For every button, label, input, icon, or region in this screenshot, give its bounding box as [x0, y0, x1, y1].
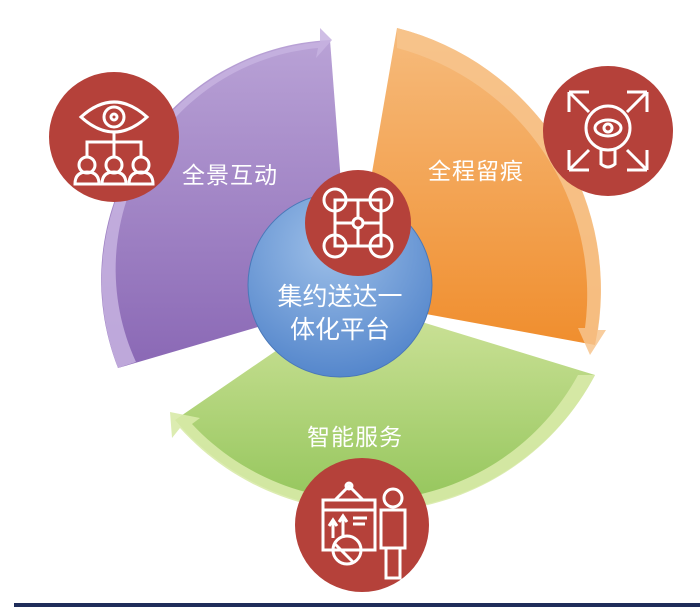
network-nodes-icon	[305, 170, 411, 276]
eye-magnifier-arrows-icon	[543, 66, 673, 196]
eye-gear-hierarchy-icon	[49, 72, 179, 202]
segment-label-panoramic-interaction: 全景互动	[182, 163, 278, 189]
presenter-chart-icon	[295, 458, 429, 592]
segment-label-smart-service: 智能服务	[307, 425, 403, 451]
segment-label-full-trace: 全程留痕	[428, 159, 524, 185]
bottom-divider-bar	[14, 603, 700, 607]
center-title-line1: 集约送达一	[277, 282, 403, 311]
center-title: 集约送达一 体化平台	[240, 280, 440, 346]
center-title-line2: 体化平台	[289, 315, 390, 344]
